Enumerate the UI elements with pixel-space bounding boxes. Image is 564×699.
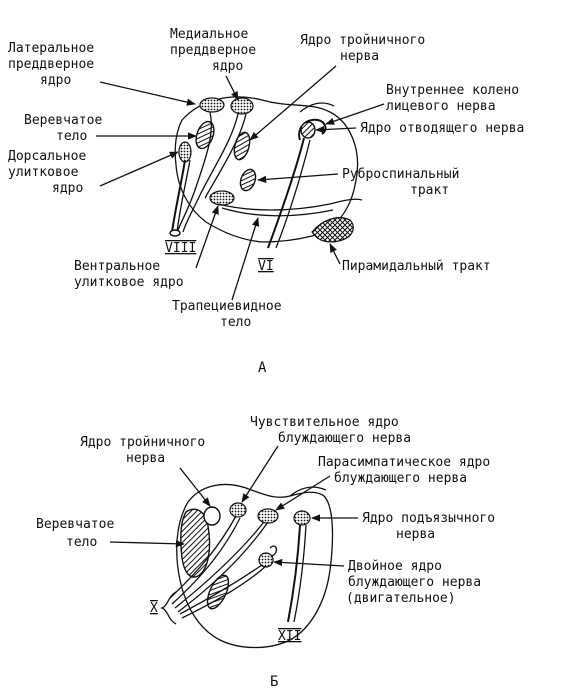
- dorsal-cochlear-nucleus: [178, 141, 192, 163]
- label-trigeminal-a-1: Ядро тройничного: [300, 33, 425, 48]
- vestibular-fibers: [177, 111, 212, 231]
- medial-vestibular-nucleus: [230, 97, 254, 115]
- label-dorsal-cochlear-3: ядро: [52, 181, 83, 196]
- nerve-xii-fibers: [287, 524, 301, 623]
- abducens-nucleus: [300, 121, 316, 139]
- sensory-vagus-nucleus: [229, 502, 247, 518]
- label-trigeminal-a-2: нерва: [340, 49, 379, 64]
- parasympathetic-vagus-nucleus: [257, 508, 279, 524]
- label-parasympathetic-2: блуждающего нерва: [334, 471, 467, 486]
- label-hypoglossal-1: Ядро подъязычного: [362, 511, 495, 526]
- label-abducens: Ядро отводящего нерва: [360, 121, 524, 136]
- label-nerve-x: X: [150, 601, 158, 616]
- label-trigeminal-b-2: нерва: [126, 451, 165, 466]
- restiform-body-a: [195, 120, 215, 150]
- panel-a-label: А: [258, 360, 267, 376]
- label-nerve-vi: VI: [258, 259, 274, 274]
- medulla-outline-b: [176, 483, 334, 649]
- label-parasympathetic-1: Парасимпатическое ядро: [318, 455, 490, 470]
- label-lateral-vestibular-2: преддверное: [8, 57, 94, 72]
- label-ventral-cochlear-1: Вентральное: [74, 259, 160, 274]
- label-rubrospinal-1: Руброспинальный: [342, 167, 459, 182]
- label-restiform-b-1: Веревчатое: [36, 517, 114, 532]
- label-trapezoid-2: тело: [220, 315, 251, 330]
- pyramidal-tract-shape: [311, 217, 354, 243]
- label-sensory-vagus-1: Чувствительное ядро: [250, 415, 399, 430]
- nerve-vi-fibers: [267, 137, 305, 249]
- label-lateral-vestibular-1: Латеральное: [8, 41, 94, 56]
- label-dorsal-cochlear-1: Дорсальное: [8, 149, 86, 164]
- label-ventral-cochlear-2: улитковое ядро: [74, 275, 184, 290]
- label-rubrospinal-2: тракт: [410, 183, 449, 198]
- ventral-cochlear-nucleus: [209, 190, 235, 206]
- vagus-fibers: [169, 515, 237, 599]
- label-hypoglossal-2: нерва: [396, 527, 435, 542]
- label-dorsal-cochlear-2: улитковое: [8, 165, 79, 180]
- rubrospinal-tract-shape: [239, 168, 257, 192]
- label-restiform-a-2: тело: [56, 129, 87, 144]
- hypoglossal-nucleus: [293, 510, 311, 526]
- ambiguus-nucleus: [258, 552, 274, 568]
- trapezoid-body-fibers: [217, 198, 363, 211]
- label-medial-vestibular-1: Медиальное: [170, 27, 248, 42]
- label-ambiguus-2: блуждающего нерва: [348, 575, 481, 590]
- label-facial-genu-2: лицевого нерва: [386, 99, 496, 114]
- label-nerve-viii: VIII: [165, 241, 196, 256]
- label-medial-vestibular-3: ядро: [212, 59, 243, 74]
- label-medial-vestibular-2: преддверное: [170, 43, 256, 58]
- panel-a: Латеральное преддверное ядро Медиальное …: [8, 27, 524, 376]
- label-restiform-a-1: Веревчатое: [24, 113, 102, 128]
- label-restiform-b-2: тело: [66, 535, 97, 550]
- trigeminal-nucleus-b: [203, 506, 221, 526]
- nerve-viii-bundle: [171, 159, 186, 233]
- label-nerve-xii: XII: [278, 629, 301, 644]
- panel-b-label: Б: [270, 674, 278, 690]
- label-lateral-vestibular-3: ядро: [40, 73, 71, 88]
- panel-b: Ядро тройничного нерва Чувствительное яд…: [36, 415, 495, 690]
- lateral-vestibular-nucleus: [199, 97, 225, 113]
- trigeminal-nucleus-a: [233, 131, 251, 161]
- label-sensory-vagus-2: блуждающего нерва: [278, 431, 411, 446]
- label-trapezoid-1: Трапециевидное: [172, 299, 282, 314]
- label-trigeminal-b-1: Ядро тройничного: [80, 435, 205, 450]
- label-facial-genu-1: Внутреннее колено: [386, 83, 519, 98]
- label-pyramidal: Пирамидальный тракт: [342, 259, 491, 274]
- label-ambiguus-1: Двойное ядро: [348, 559, 442, 574]
- label-ambiguus-3: (двигательное): [346, 591, 456, 606]
